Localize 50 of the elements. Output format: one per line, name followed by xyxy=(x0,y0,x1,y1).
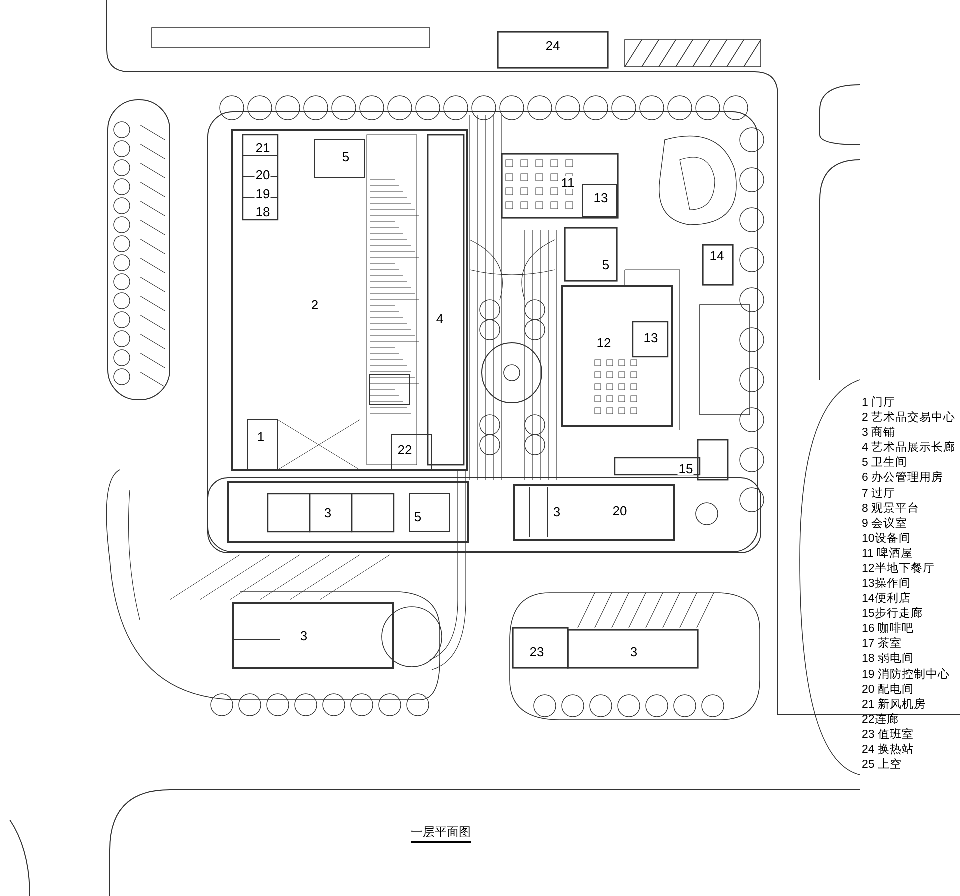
room-number: 5 xyxy=(341,150,351,164)
room-number: 2 xyxy=(310,298,320,312)
room-number: 5 xyxy=(601,258,611,272)
room-number: 5 xyxy=(413,510,423,524)
legend-item: 15步行走廊 xyxy=(862,609,923,621)
room-number: 23 xyxy=(528,646,546,658)
legend-item: 9 会议室 xyxy=(862,518,908,530)
room-number: 15 xyxy=(678,462,694,476)
legend-item: 20 配电间 xyxy=(862,684,914,696)
room-number: 20 xyxy=(254,168,272,182)
legend-item: 8 观景平台 xyxy=(862,504,920,516)
room-number: 24 xyxy=(544,40,562,52)
room-number: 14 xyxy=(708,250,726,262)
legend-item: 4 艺术品展示长廊 xyxy=(862,443,956,455)
room-number: 22 xyxy=(396,444,414,456)
legend-item: 5 卫生间 xyxy=(862,458,908,470)
legend-item: 22连廊 xyxy=(862,714,899,726)
legend-item: 21 新风机房 xyxy=(862,700,926,712)
legend-item: 7 过厅 xyxy=(862,488,896,500)
room-number: 21 xyxy=(254,142,272,154)
room-number: 20 xyxy=(612,504,628,518)
legend-item: 13操作间 xyxy=(862,579,911,590)
legend-item: 11 啤酒屋 xyxy=(862,548,914,560)
legend-item: 19 消防控制中心 xyxy=(862,670,950,681)
room-number: 19 xyxy=(254,188,272,200)
legend-item: 14便利店 xyxy=(862,594,911,606)
legend-item: 25 上空 xyxy=(862,760,902,772)
room-number: 18 xyxy=(254,206,272,218)
legend-item: 23 值班室 xyxy=(862,730,914,742)
legend-item: 10设备间 xyxy=(862,534,911,546)
legend-item: 3 商铺 xyxy=(862,428,896,440)
room-number: 12 xyxy=(596,336,612,350)
room-number: 3 xyxy=(552,506,562,518)
legend-item: 17 茶室 xyxy=(862,639,902,651)
legend-item: 12半地下餐厅 xyxy=(862,564,935,576)
legend-item: 6 办公管理用房 xyxy=(862,473,944,485)
legend-item: 1 门厅 xyxy=(862,398,896,410)
legend-item: 24 换热站 xyxy=(862,744,914,756)
room-number: 4 xyxy=(435,312,445,326)
room-number: 11 xyxy=(560,176,576,190)
room-number: 3 xyxy=(323,506,333,520)
room-number: 13 xyxy=(592,192,610,204)
room-number: 3 xyxy=(299,630,309,642)
room-number: 1 xyxy=(256,430,266,444)
room-number: 13 xyxy=(642,332,660,344)
legend-item: 16 咖啡吧 xyxy=(862,624,914,636)
legend-item: 18 弱电间 xyxy=(862,654,914,666)
room-number: 3 xyxy=(629,646,639,658)
legend-item: 2 艺术品交易中心 xyxy=(862,413,956,425)
plan-title: 一层平面图 xyxy=(411,826,471,843)
